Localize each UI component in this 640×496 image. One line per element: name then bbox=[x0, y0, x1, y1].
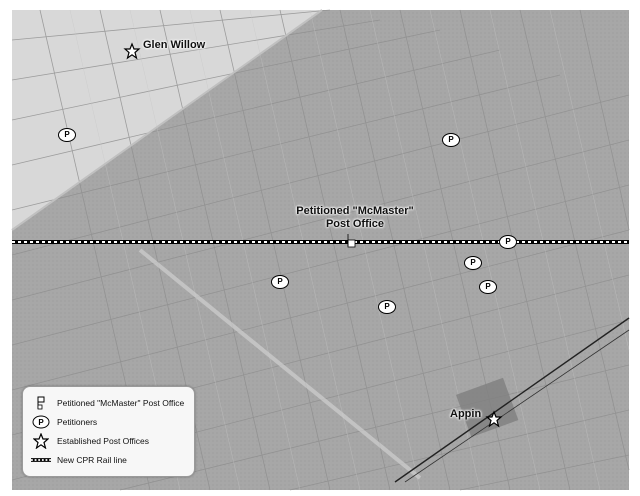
petitioner-marker: P bbox=[464, 256, 482, 270]
existing-rail-line bbox=[394, 317, 630, 483]
legend-label: New CPR Rail line bbox=[57, 455, 127, 465]
place-label-glen-willow: Glen Willow bbox=[143, 39, 206, 51]
place-label-appin: Appin bbox=[450, 408, 482, 420]
legend-item-petitioners: P Petitioners bbox=[31, 414, 97, 430]
petitioner-icon: P bbox=[31, 414, 51, 430]
rail-line-icon bbox=[31, 452, 51, 468]
legend-item-established: Established Post Offices bbox=[31, 433, 149, 449]
petitioned-post-office-label: Petitioned "McMaster" Post Office bbox=[290, 205, 420, 231]
road bbox=[138, 248, 422, 480]
appin-star-icon bbox=[485, 410, 503, 428]
petitioner-marker: P bbox=[378, 300, 396, 314]
glen-willow-star-icon bbox=[123, 42, 141, 60]
legend-label: Established Post Offices bbox=[57, 436, 149, 446]
legend-item-flag: Petitioned "McMaster" Post Office bbox=[31, 395, 184, 411]
appin-village-block bbox=[455, 377, 519, 438]
petitioner-marker: P bbox=[442, 133, 460, 147]
existing-rail-line-2 bbox=[404, 329, 630, 483]
star-icon bbox=[31, 433, 51, 449]
petitioned-post-office-label-line1: Petitioned "McMaster" bbox=[296, 205, 414, 217]
region-boundary bbox=[11, 9, 323, 231]
flag-icon bbox=[31, 395, 51, 411]
svg-text:P: P bbox=[38, 418, 44, 427]
map-legend: Petitioned "McMaster" Post Office P Peti… bbox=[22, 386, 195, 477]
petitioned-post-office-flag-icon bbox=[347, 234, 356, 248]
legend-label: Petitioned "McMaster" Post Office bbox=[57, 398, 185, 408]
legend-item-rail: New CPR Rail line bbox=[31, 452, 127, 468]
legend-label: Petitioners bbox=[57, 417, 98, 427]
petitioner-marker: P bbox=[271, 275, 289, 289]
petitioner-marker: P bbox=[479, 280, 497, 294]
petitioner-marker: P bbox=[58, 128, 76, 142]
petitioner-marker: P bbox=[499, 235, 517, 249]
petitioned-post-office-label-line2: Post Office bbox=[325, 218, 385, 230]
